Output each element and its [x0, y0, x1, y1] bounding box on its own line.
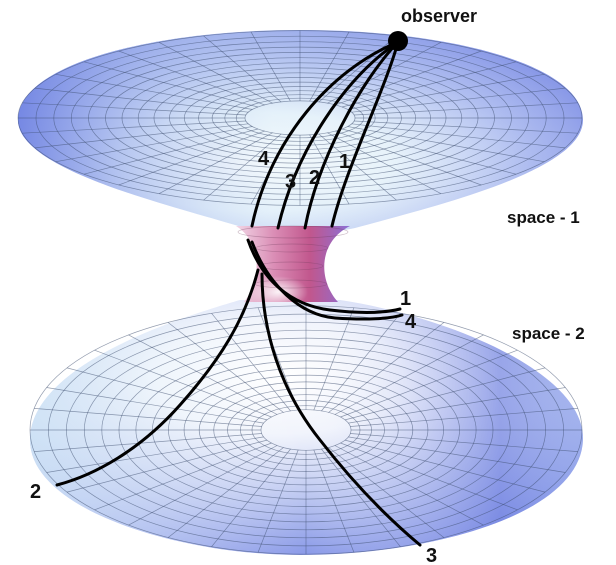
grid-spoke — [167, 322, 284, 413]
grid-spoke — [34, 433, 262, 452]
grid-spoke — [328, 322, 445, 413]
grid-spoke — [348, 436, 566, 473]
grid-spoke — [55, 73, 253, 110]
grid-spoke — [66, 367, 268, 421]
grid-spoke — [350, 433, 578, 452]
grid-spoke — [313, 449, 355, 553]
grid-spoke — [342, 128, 517, 175]
grid-spoke — [211, 313, 291, 412]
grid-spoke — [318, 35, 397, 103]
grid-spoke — [22, 102, 246, 116]
grid-spoke — [46, 387, 264, 424]
grid-spoke — [94, 349, 272, 418]
grid-spoke — [342, 61, 517, 108]
path-number-upper-2: 2 — [309, 167, 320, 189]
upper-grid — [17, 30, 583, 206]
grid-spoke — [118, 130, 265, 186]
grid-spoke — [203, 35, 282, 103]
grid-spoke — [83, 61, 258, 108]
grid-spoke — [211, 448, 291, 547]
grid-spoke — [327, 132, 442, 195]
grid-spoke — [55, 126, 253, 163]
grid-spoke — [257, 449, 299, 553]
path-3-lower — [260, 272, 422, 547]
upper-funnel — [17, 30, 583, 233]
grid-spoke — [22, 120, 246, 134]
grid-spoke — [344, 367, 546, 421]
path-4-upper — [250, 40, 400, 228]
path-number-lower-2: 2 — [30, 481, 41, 503]
path-1-throat — [246, 238, 402, 314]
observer-label: observer — [401, 6, 477, 26]
grid-spoke — [340, 349, 518, 418]
grid-spoke — [250, 31, 291, 102]
grid-spoke — [350, 408, 578, 427]
path-number-lower-3: 3 — [426, 545, 437, 565]
geodesic-paths — [55, 40, 422, 547]
grid-spoke — [128, 445, 278, 526]
grid-spoke — [347, 126, 545, 163]
grid-spoke — [128, 334, 278, 415]
grid-spoke — [34, 87, 249, 113]
grid-spoke — [203, 133, 282, 201]
path-3-upper — [276, 40, 400, 230]
grid-spoke — [313, 307, 355, 411]
grid-spoke — [335, 50, 482, 106]
grid-spoke — [328, 447, 445, 538]
grid-spoke — [321, 448, 401, 547]
upper-surface-shade — [18, 30, 583, 233]
path-number-upper-4: 4 — [258, 148, 270, 170]
grid-spoke — [351, 123, 566, 149]
throat — [236, 225, 350, 308]
path-number-upper-3: 3 — [285, 171, 296, 193]
grid-spoke — [348, 387, 566, 424]
grid-spoke — [334, 445, 484, 526]
lower-funnel — [29, 300, 584, 555]
grid-spoke — [167, 447, 284, 538]
path-number-throat-1: 1 — [400, 288, 411, 310]
grid-spoke — [94, 442, 272, 511]
path-1-upper — [330, 40, 400, 228]
grid-spoke — [158, 41, 273, 104]
space-1-label: space - 1 — [507, 208, 580, 227]
grid-spoke — [347, 73, 545, 110]
grid-spoke — [334, 334, 484, 415]
lower-surface-shade — [30, 300, 584, 555]
grid-spoke — [66, 439, 268, 493]
grid-spoke — [327, 41, 442, 104]
observer-dot — [388, 31, 408, 51]
grid-spoke — [46, 436, 264, 473]
grid-spoke — [344, 439, 546, 493]
path-2-upper — [303, 40, 400, 230]
grid-spoke — [321, 313, 401, 412]
path-4-throat — [250, 240, 404, 321]
grid-spoke — [340, 442, 518, 511]
grid-spoke — [83, 128, 258, 175]
path-number-upper-1: 1 — [339, 151, 350, 173]
lower-grid — [29, 305, 583, 555]
grid-spoke — [335, 130, 482, 186]
space-2-label: space - 2 — [512, 324, 585, 343]
grid-spoke — [118, 50, 265, 106]
grid-spoke — [309, 31, 350, 102]
grid-spoke — [34, 408, 262, 427]
path-number-throat-4: 4 — [405, 311, 417, 333]
grid-spoke — [354, 102, 578, 116]
grid-spoke — [354, 120, 578, 134]
grid-spoke — [351, 87, 566, 113]
grid-spoke — [34, 123, 249, 149]
path-2-lower — [55, 268, 260, 487]
grid-spoke — [158, 132, 273, 195]
